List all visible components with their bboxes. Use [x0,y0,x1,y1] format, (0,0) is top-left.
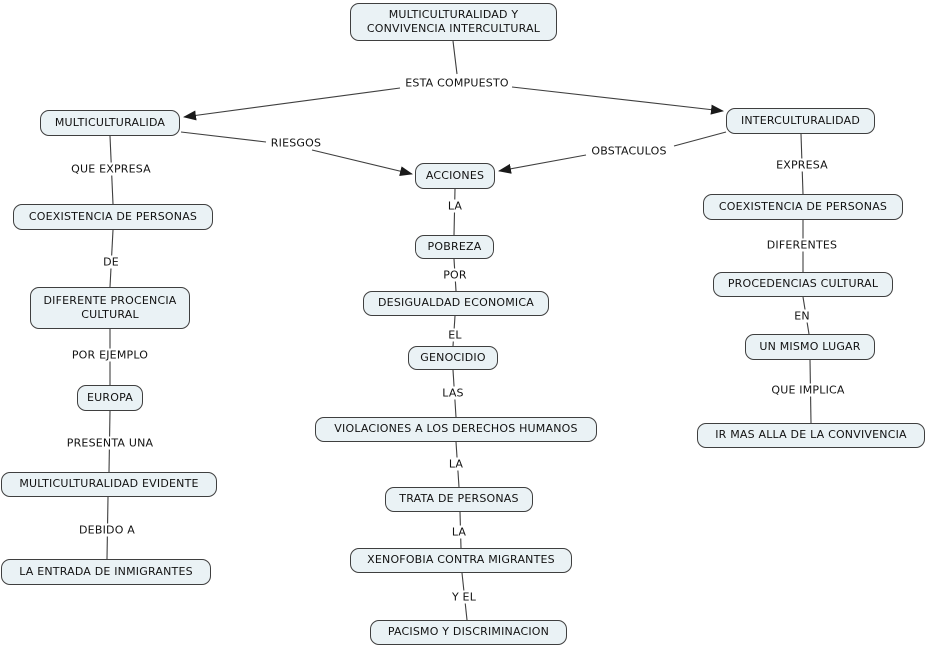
concept-diferente-procencia-cultural[interactable]: DIFERENTE PROCENCIA CULTURAL [30,287,190,329]
link-label-las[interactable]: LAS [439,386,467,400]
concept-genocidio[interactable]: GENOCIDIO [408,346,498,370]
concept-xenofobia-contra-migrantes[interactable]: XENOFOBIA CONTRA MIGRANTES [350,548,572,573]
concept-la-entrada-de-inmigrantes[interactable]: LA ENTRADA DE INMIGRANTES [1,559,211,585]
link-label-la-3[interactable]: LA [448,525,470,539]
link-label-expresa[interactable]: EXPRESA [773,158,831,172]
concept-interculturalidad[interactable]: INTERCULTURALIDAD [726,108,875,134]
concept-europa[interactable]: EUROPA [77,385,143,411]
concept-multiculturalidad-evidente[interactable]: MULTICULTURALIDAD EVIDENTE [1,472,217,497]
link-label-y-el[interactable]: Y EL [448,590,480,604]
concept-desigualdad-economica[interactable]: DESIGUALDAD ECONOMICA [363,291,549,316]
concept-coexistencia-de-personas-left[interactable]: COEXISTENCIA DE PERSONAS [13,204,213,230]
concept-procedencias-cultural[interactable]: PROCEDENCIAS CULTURAL [713,272,893,297]
concept-pacismo-y-discriminacion[interactable]: PACISMO Y DISCRIMINACION [370,620,567,645]
link-label-la-1[interactable]: LA [444,199,466,213]
concept-multiculturalida[interactable]: MULTICULTURALIDA [40,110,180,136]
link-label-por-ejemplo[interactable]: POR EJEMPLO [68,348,152,362]
link-label-presenta-una[interactable]: PRESENTA UNA [63,436,157,450]
concept-coexistencia-de-personas-right[interactable]: COEXISTENCIA DE PERSONAS [703,194,903,220]
link-label-debido-a[interactable]: DEBIDO A [76,523,138,537]
link-label-que-expresa[interactable]: QUE EXPRESA [68,162,154,176]
link-label-diferentes[interactable]: DIFERENTES [763,238,841,252]
concept-violaciones-derechos-humanos[interactable]: VIOLACIONES A LOS DERECHOS HUMANOS [315,417,597,442]
concept-ir-mas-alla-de-la-convivencia[interactable]: IR MAS ALLA DE LA CONVIVENCIA [697,423,925,448]
link-label-riesgos[interactable]: RIESGOS [267,136,325,150]
concept-pobreza[interactable]: POBREZA [415,235,494,259]
link-label-de[interactable]: DE [100,255,122,269]
concept-un-mismo-lugar[interactable]: UN MISMO LUGAR [745,334,875,360]
concept-trata-de-personas[interactable]: TRATA DE PERSONAS [385,487,533,512]
link-label-obstaculos[interactable]: OBSTACULOS [588,144,670,158]
link-label-la-2[interactable]: LA [445,457,467,471]
link-label-el[interactable]: EL [445,328,465,342]
concept-root[interactable]: MULTICULTURALIDAD Y CONVIVENCIA INTERCUL… [350,3,557,41]
link-label-por[interactable]: POR [440,268,470,282]
link-label-que-implica[interactable]: QUE IMPLICA [768,383,848,397]
link-label-esta-compuesto[interactable]: ESTA COMPUESTO [402,76,512,90]
link-label-en[interactable]: EN [791,309,813,323]
concept-acciones[interactable]: ACCIONES [415,163,495,189]
